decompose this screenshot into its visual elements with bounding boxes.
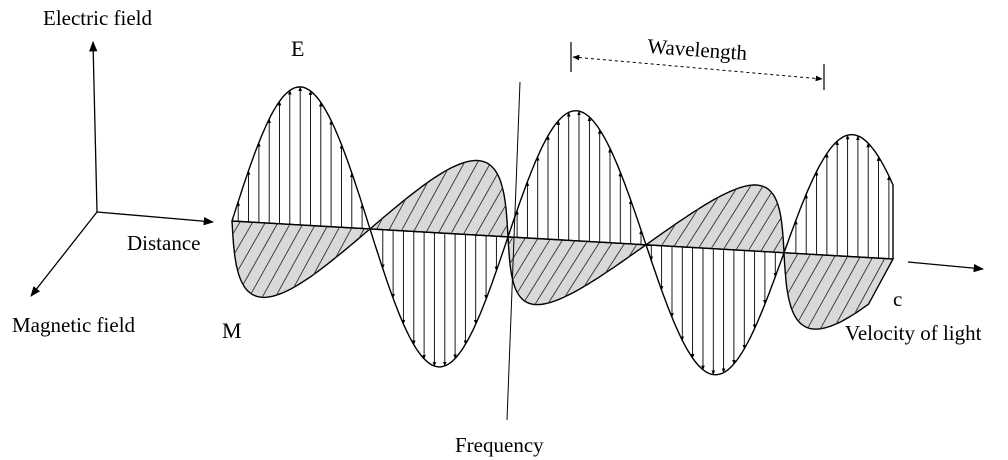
- propagation-axis: [231, 220, 894, 260]
- magnetic-hatch-line: [512, 238, 539, 281]
- magnetic-hatch-line: [686, 197, 719, 248]
- magnetic-hatch-line: [475, 187, 503, 236]
- magnetic-hatch-line: [242, 223, 278, 285]
- magnetic-hatch-line: [508, 236, 514, 245]
- magnetic-hatch-line: [854, 258, 886, 314]
- magnetic-hatch-line: [232, 221, 241, 235]
- magnetic-hatch-line: [293, 226, 328, 288]
- propagation-arrow: [907, 261, 985, 273]
- magnetic-hatch-line: [772, 235, 784, 253]
- electric-field-label: Electric field: [43, 6, 153, 30]
- frequency-marker-line: [506, 81, 521, 421]
- c-label: c: [893, 287, 902, 311]
- magnetic-hatch-line: [413, 169, 448, 232]
- magnetic-hatch-line: [735, 192, 772, 251]
- magnetic-hatch-line: [463, 173, 498, 235]
- magnetic-hatch-line: [785, 253, 799, 276]
- wavelength-label: Wavelength: [647, 34, 749, 65]
- magnetic-hatch-line: [335, 227, 353, 258]
- magnetic-hatch-line: [517, 239, 551, 293]
- distance-axis: [96, 211, 215, 226]
- magnetic-hatch-line: [748, 202, 778, 251]
- magnetic-hatch-line: [487, 205, 506, 236]
- magnetic-hatch-line: [564, 241, 601, 298]
- magnetic-hatch-line: [698, 188, 737, 249]
- magnetic-hatch-line: [534, 240, 576, 305]
- magnetic-hatch-line: [661, 223, 676, 246]
- magnetic-hatch-line: [628, 244, 638, 258]
- magnetic-hatch-line: [807, 256, 848, 329]
- magnetic-hatch-line: [605, 243, 625, 274]
- magnetic-hatch-line: [261, 224, 303, 298]
- magnetic-wave: [231, 159, 895, 330]
- magnetic-hatch-line: [234, 221, 254, 254]
- magnetic-hatch-line: [835, 257, 873, 325]
- magnetic-field-label: Magnetic field: [12, 313, 136, 337]
- magnetic-hatch-line: [388, 198, 407, 231]
- wavelength-indicator: [570, 42, 825, 90]
- magnetic-hatch-line: [276, 225, 315, 296]
- magnetic-hatch-line: [509, 237, 526, 264]
- magnetic-hatch-line: [798, 255, 836, 322]
- frequency-label: Frequency: [455, 433, 544, 457]
- magnetic-hatch-line: [787, 254, 811, 294]
- magnetic-hatch-line: [425, 162, 465, 233]
- magnetic-hatch-line: [376, 217, 383, 230]
- electric-wave: [231, 86, 894, 376]
- magnetic-hatch-line: [250, 224, 291, 294]
- magnetic-hatch-line: [524, 239, 563, 302]
- magnetic-hatch-line: [760, 217, 782, 252]
- m-wave-label: M: [222, 318, 242, 343]
- magnetic-hatch-line: [450, 164, 490, 234]
- magnetic-hatch-line: [723, 186, 764, 250]
- axes-group: [30, 40, 215, 297]
- distance-label: Distance: [127, 231, 200, 255]
- electric-field-axis: [89, 40, 98, 213]
- velocity-of-light-label: Velocity of light: [845, 321, 982, 345]
- magnetic-hatch-line: [401, 182, 428, 231]
- magnetic-field-axis: [30, 211, 98, 297]
- magnetic-hatch-line: [500, 224, 508, 237]
- magnetic-hatch-line: [710, 184, 752, 249]
- magnetic-hatch-line: [548, 241, 588, 304]
- magnetic-hatch-line: [438, 160, 479, 234]
- magnetic-hatch-line: [313, 226, 340, 275]
- magnetic-hatch-line: [791, 254, 824, 310]
- e-wave-label: E: [291, 36, 304, 61]
- magnetic-hatch-line: [237, 222, 266, 272]
- magnetic-hatch-line: [358, 228, 365, 239]
- magnetic-hatch-line: [583, 242, 613, 287]
- magnetic-hatch-line: [673, 209, 699, 247]
- magnetic-hatch-line: [820, 256, 861, 330]
